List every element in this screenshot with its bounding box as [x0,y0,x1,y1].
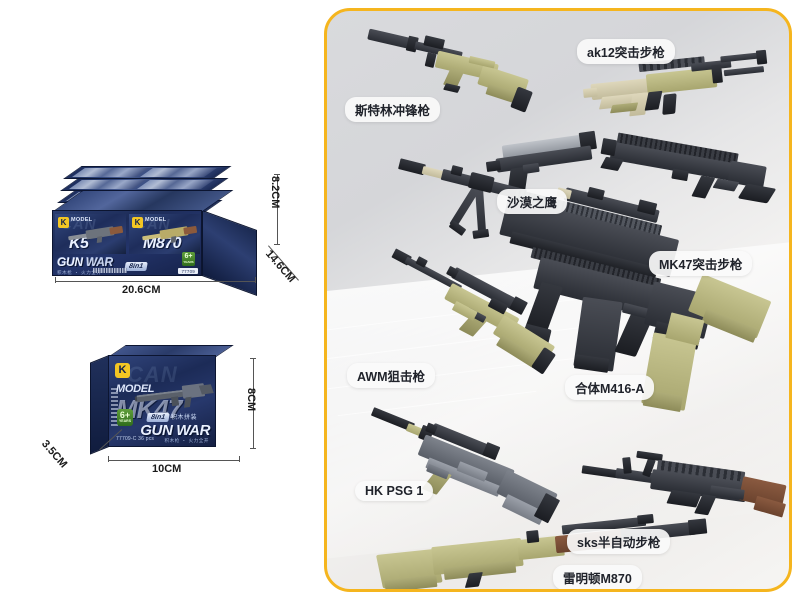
product-showcase-panel: 斯特林冲锋枪 ak12突击步枪 沙漠之鹰 [324,8,792,592]
brand-title: GUN WAR [57,255,155,269]
box-side-face [90,355,109,455]
dimension-line-height [277,174,278,244]
carton-tier-art [72,168,149,177]
gun-label-remington: 雷明顿M870 [553,565,642,589]
dimension-label-height: 8CM [245,388,257,412]
dimension-tick [250,448,256,449]
brand-title-main: GUN [140,422,173,439]
single-box: CAN K MODEL MK47 8in1 积木拼装 GUN WAR 积木枪 ・… [90,345,238,455]
gun-label-sterling: 斯特林冲锋枪 [345,97,441,122]
carton-model-label: MODEL [71,217,93,223]
carton-window-right: CAN K MODEL M870 [129,214,200,254]
dimension-tick [274,174,280,175]
gun-label-desert-eagle: 沙漠之鹰 [497,189,568,214]
watermark-text: CAN [135,216,171,233]
dimension-label-width: 10CM [152,463,182,475]
barcode-icon [93,268,127,273]
dimension-label-depth: 14.6CM [262,248,298,285]
watermark-text: CAN [127,362,178,387]
dimension-label-depth: 3.5CM [38,438,70,471]
carton-window-left: CAN K MODEL K5 [55,214,126,254]
carton-top-face [52,190,234,212]
carton-model-label: MODEL [145,217,167,223]
gun-label-hk-psg1: HK PSG 1 [355,481,434,501]
box-edge-strip [111,386,118,426]
brand-title-accent: WAR [85,255,113,269]
packaging-column: CAN K MODEL K5 CAN K MODEL M870 [0,0,320,600]
brand-title-main: GUN [57,255,83,269]
age-rating-badge: 6+YEARS [182,252,195,266]
age-rating-badge: 6+YEARS [117,409,133,426]
dimension-tick [255,277,256,283]
gun-label-awm: AWM狙击枪 [347,363,436,388]
dimension-tick [274,244,280,245]
box-model-label: MODEL [116,383,155,395]
dimension-label-height: 8.2CM [269,176,281,209]
watermark-text: CAN [61,216,97,233]
dimension-tick [239,456,240,462]
brand-title-accent: WAR [176,422,210,439]
gun-label-m416a: 合体M416-A [565,375,655,400]
carton-sku: 77709 [178,268,198,274]
dimension-line-width [55,281,255,282]
box-chinese-tag: 积木拼装 [171,415,198,421]
brand-subtitle: 积木枪 ・ 火力全开 [57,270,102,275]
gun-label-sks: sks半自动步枪 [567,529,671,554]
box-sku: 77709-C 36 pcs [116,436,155,442]
dimension-label-width: 20.6CM [122,284,161,296]
variant-badge: 8in1 [124,262,148,271]
gun-label-mk47: MK47突击步枪 [649,251,753,276]
box-front-face: CAN K MODEL MK47 8in1 积木拼装 GUN WAR 积木枪 ・… [108,355,216,447]
carton-tier-art [140,168,217,177]
brand-logo-icon: K [115,363,130,378]
dimension-tick [250,358,256,359]
variant-badge: 8in1 [146,413,170,422]
carton-tier-art [137,180,214,189]
brand-subtitle: 积木枪 ・ 火力全开 [164,438,209,443]
dimension-tick [55,277,56,283]
master-carton: CAN K MODEL K5 CAN K MODEL M870 [52,166,257,297]
carton-front-face: CAN K MODEL K5 CAN K MODEL M870 [52,210,202,276]
carton-side-face [202,210,257,297]
dimension-tick [108,456,109,462]
gun-label-ak12: ak12突击步枪 [577,39,675,64]
dimension-line-width [108,460,239,461]
brand-logo-icon: K [132,217,143,228]
brand-title: GUN WAR [140,422,210,439]
brand-title-block: GUN WAR 积木枪 ・ 火力全开 [57,255,155,275]
carton-tier-art [69,180,146,189]
dimension-line-height [253,358,254,448]
brand-logo-icon: K [58,217,69,228]
